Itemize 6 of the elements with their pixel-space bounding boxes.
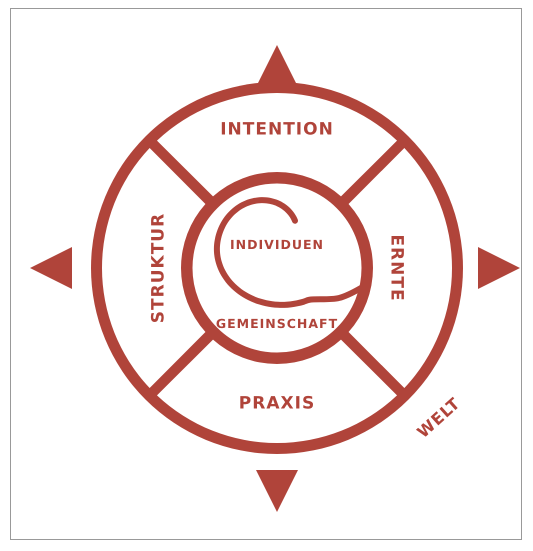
segment-label: STRUKTUR [150,212,168,324]
segment-label: INDIVIDUEN [230,238,324,252]
segment-label: INTENTION [220,122,334,138]
segment-label: GEMEINSCHAFT [216,318,338,330]
segment-label: PRAXIS [238,396,316,412]
segment-label: ERNTE [388,234,404,302]
